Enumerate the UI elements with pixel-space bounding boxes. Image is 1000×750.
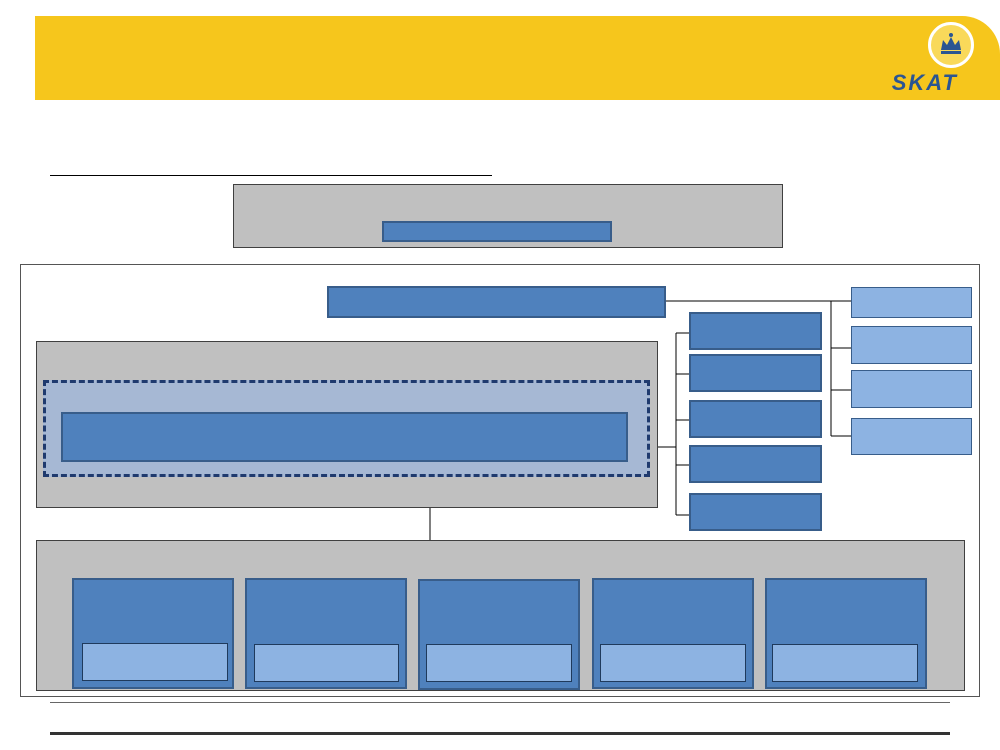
- staff-unit-3: [689, 400, 822, 438]
- side-unit-2: [851, 326, 972, 364]
- mid-area-label: [37, 342, 657, 354]
- footer-rule-thin: [50, 702, 950, 703]
- staff-unit-2: [689, 354, 822, 392]
- logo-text: SKAT: [891, 70, 958, 95]
- crown-icon: [928, 22, 974, 68]
- mid-area-inner: [61, 412, 628, 462]
- director-box: [327, 286, 666, 318]
- top-box-inner: [382, 221, 612, 242]
- staff-unit-5: [689, 493, 822, 531]
- department-1-sub: [82, 643, 228, 681]
- top-box-title: [234, 185, 782, 191]
- side-unit-3: [851, 370, 972, 408]
- department-5-sub: [772, 644, 918, 682]
- department-4-sub: [600, 644, 746, 682]
- staff-unit-4: [689, 445, 822, 483]
- side-unit-1: [851, 287, 972, 318]
- header-band: [35, 16, 1000, 100]
- department-2-sub: [254, 644, 399, 682]
- side-unit-4: [851, 418, 972, 455]
- title-underline: [50, 175, 492, 176]
- footer-rule-thick: [50, 732, 950, 735]
- department-3-sub: [426, 644, 572, 682]
- staff-unit-1: [689, 312, 822, 350]
